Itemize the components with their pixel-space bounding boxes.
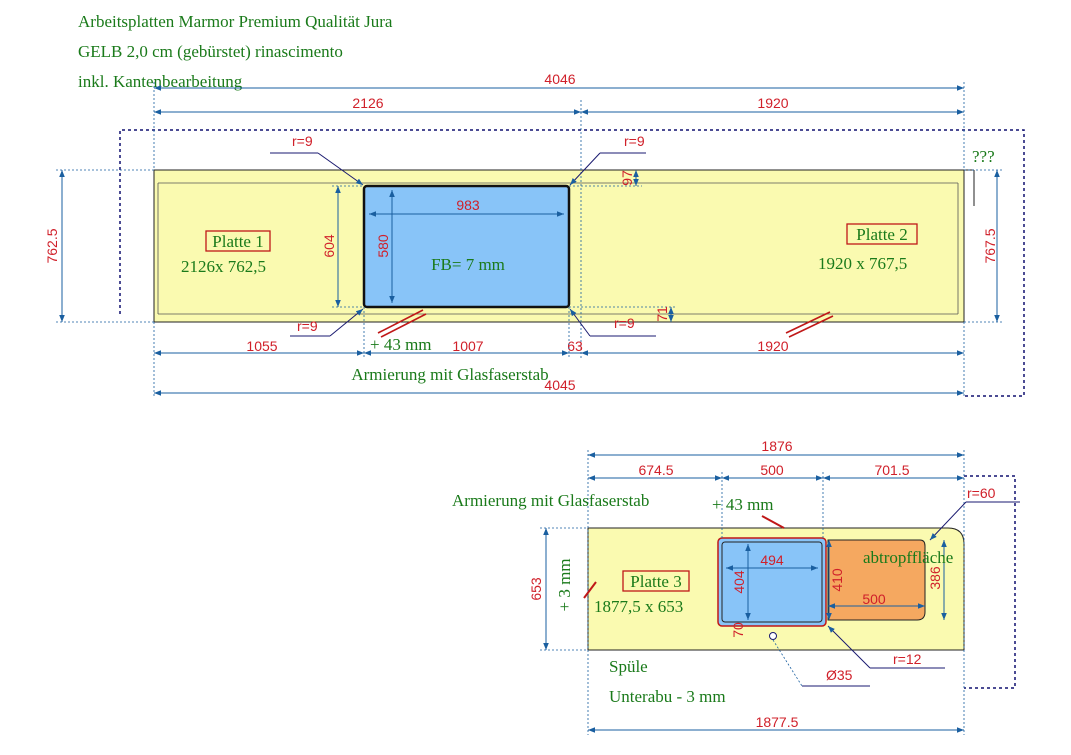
- dim-bottom-1920: 1920: [757, 338, 788, 354]
- dim-b-sink-width: 494: [760, 552, 784, 568]
- dim-seg-left: 2126: [352, 95, 383, 111]
- dim-b-seg-1: 674.5: [638, 462, 673, 478]
- question-note: ???: [972, 147, 995, 166]
- sink-label: Spüle: [609, 657, 648, 676]
- dim-bottom-1007: 1007: [452, 338, 483, 354]
- dim-seg-right: 1920: [757, 95, 788, 111]
- plate2-label: Platte 2: [856, 225, 907, 244]
- plate3-label: Platte 3: [630, 572, 681, 591]
- radius-bottom-right: r=9: [614, 315, 635, 331]
- wall-outline-bottom: [964, 475, 1016, 689]
- dim-b-overall-top: 1876: [761, 438, 792, 454]
- dim-bottom-1055: 1055: [246, 338, 277, 354]
- header-line-2: GELB 2,0 cm (gebürstet) rinascimento: [78, 42, 343, 61]
- plate1-label: Platte 1: [212, 232, 263, 251]
- drain-board: [827, 539, 926, 621]
- plate1-size: 2126x 762,5: [181, 257, 266, 276]
- dim-sink-width: 983: [456, 197, 480, 213]
- dim-bottom-63: 63: [567, 338, 583, 354]
- dim-height-left: 762.5: [44, 228, 60, 263]
- dim-sink-depth: 580: [375, 234, 391, 258]
- radius-drain: r=12: [893, 651, 922, 667]
- plate3-box: [622, 570, 690, 592]
- header-line-1: Arbeitsplatten Marmor Premium Qualität J…: [78, 12, 393, 31]
- plus-3-note: + 3 mm: [555, 558, 574, 611]
- dim-cutout-depth: 604: [321, 234, 337, 258]
- fb-note: FB= 7 mm: [431, 255, 505, 274]
- tap-hole: [769, 632, 777, 640]
- dim-b-seg-2: 500: [760, 462, 784, 478]
- dim-b-cut-depth: 410: [829, 568, 845, 592]
- radius-corner: r=60: [967, 485, 996, 501]
- plate2-box: [846, 223, 918, 245]
- plus-43-top: + 43 mm: [370, 335, 432, 354]
- dim-b-height: 653: [528, 577, 544, 601]
- radius-top-right: r=9: [624, 133, 645, 149]
- dim-b-drain-width: 500: [862, 591, 886, 607]
- radius-bottom-left: r=9: [297, 318, 318, 334]
- armierung-bottom: Armierung mit Glasfaserstab: [452, 491, 649, 510]
- plate3-size: 1877,5 x 653: [594, 597, 683, 616]
- armierung-top: Armierung mit Glasfaserstab: [351, 365, 548, 384]
- plate2-size: 1920 x 767,5: [818, 254, 907, 273]
- drain-label: abtropffläche: [863, 548, 953, 567]
- dim-height-right: 767.5: [982, 228, 998, 263]
- under-label: Unterabu - 3 mm: [609, 687, 726, 706]
- dim-b-drain-depth: 386: [927, 566, 943, 590]
- dim-b-small-70: 70: [730, 622, 746, 638]
- sink-cutout-bottom: [717, 537, 827, 627]
- dim-b-seg-3: 701.5: [874, 462, 909, 478]
- dim-b-sink-depth: 404: [731, 570, 747, 594]
- dim-b-overall-bottom: 1877.5: [756, 714, 799, 730]
- dim-gap-bottom: 71: [654, 306, 670, 322]
- dim-overall-bottom: 4045: [544, 377, 575, 393]
- plate1-box: [205, 230, 271, 252]
- wall-outline-top: [119, 129, 1025, 397]
- dim-gap-top: 97: [619, 170, 635, 186]
- radius-top-left: r=9: [292, 133, 313, 149]
- dim-overall-top: 4046: [544, 71, 575, 87]
- hole-dia: Ø35: [826, 667, 853, 683]
- plus-43-bottom: + 43 mm: [712, 495, 774, 514]
